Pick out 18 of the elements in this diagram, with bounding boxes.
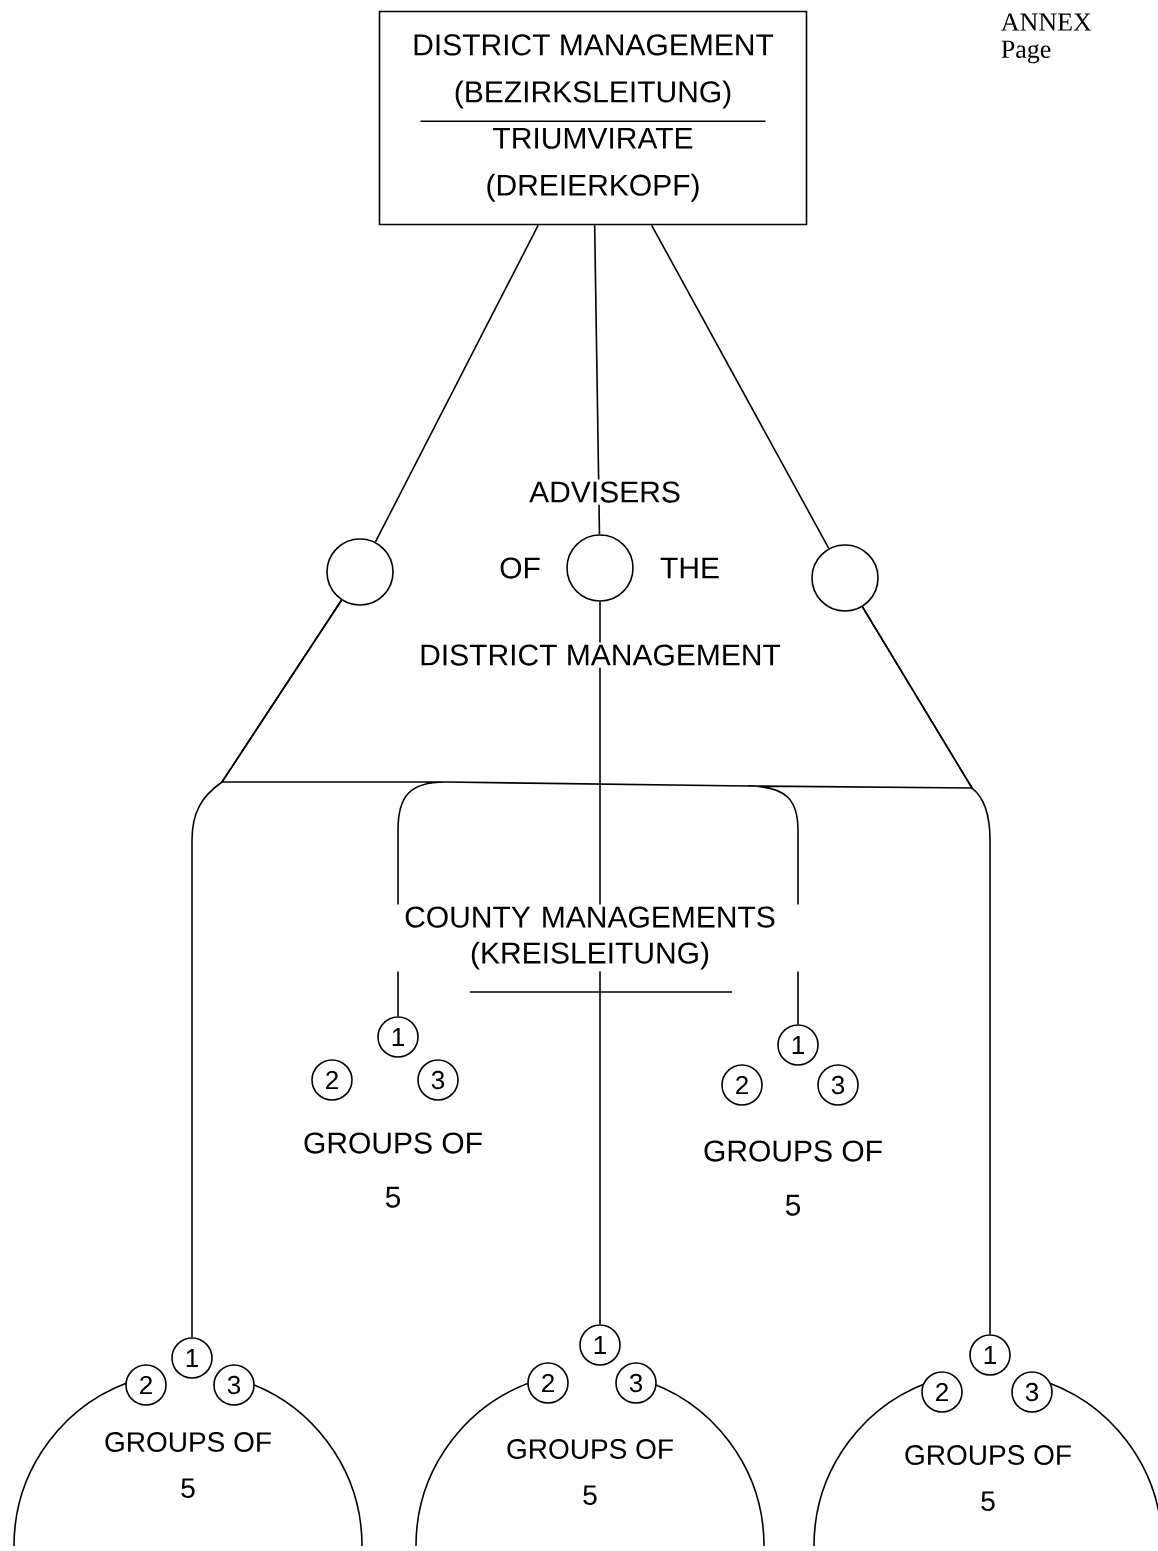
adviser-circle <box>326 538 394 606</box>
group-text: GROUPS OF 5 <box>304 1132 482 1208</box>
heading-text: DISTRICT MANAGEMENT <box>417 642 783 668</box>
connector-line <box>221 599 446 1017</box>
heading-text: COUNTY MANAGEMENTS (KREISLEITUNG) <box>373 904 807 993</box>
connector-line <box>861 606 991 1335</box>
connector-line <box>593 224 601 535</box>
heading-text: OF <box>497 555 543 581</box>
adviser-circle <box>566 534 634 602</box>
connector-line <box>650 224 830 550</box>
heading-text: ADVISERS <box>527 479 683 505</box>
group-text: GROUPS OF 5 <box>704 1140 882 1216</box>
heading-text: THE <box>658 555 722 581</box>
connector-line <box>374 224 539 543</box>
page-note: Page <box>1001 40 1051 64</box>
adviser-circle <box>811 544 879 612</box>
page-note: ANNEX <box>1001 13 1092 31</box>
management-box: DISTRICT MANAGEMENT (BEZIRKSLEITUNG) TRIUMVIRATE (DREIERKOPF) <box>378 10 808 226</box>
